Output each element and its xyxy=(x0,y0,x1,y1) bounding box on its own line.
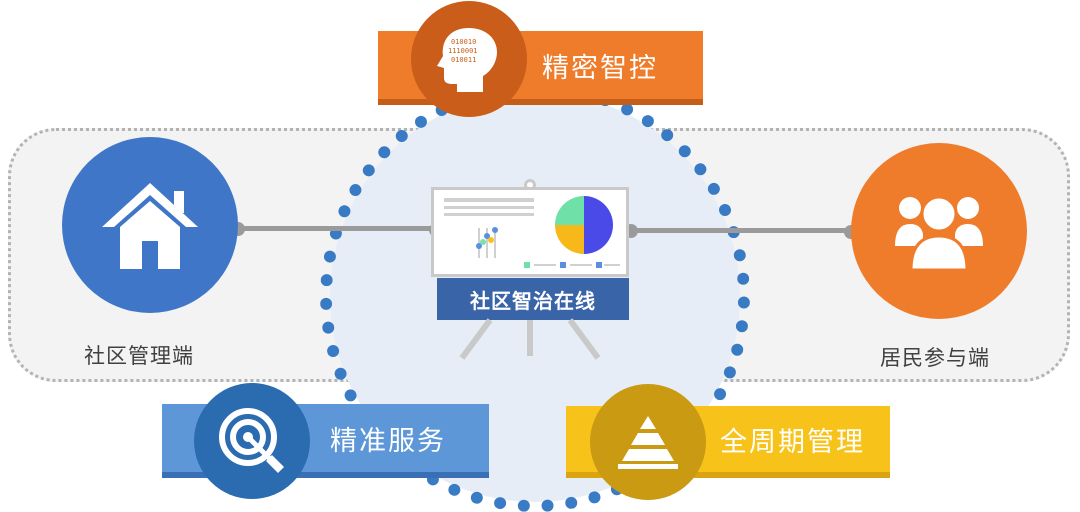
pyramid-icon xyxy=(618,416,678,469)
house-icon xyxy=(102,183,198,269)
precision-control-label: 精密智控 xyxy=(542,52,658,84)
svg-text:010011: 010011 xyxy=(451,56,476,64)
precision-control-icon-circle: 010010 1110001 010011 xyxy=(411,1,527,117)
svg-text:010010: 010010 xyxy=(451,38,476,46)
community-management-label: 社区管理端 xyxy=(84,344,194,368)
precise-service-icon-circle xyxy=(194,383,310,499)
full-cycle-management-label: 全周期管理 xyxy=(720,426,865,458)
resident-participation-label: 居民参与端 xyxy=(880,346,990,370)
full-cycle-management-icon-circle xyxy=(590,384,706,500)
right-connector-line xyxy=(632,228,852,233)
precise-service-label: 精准服务 xyxy=(330,425,446,457)
presentation-board xyxy=(431,187,629,277)
center-title: 社区智治在线 xyxy=(437,278,629,320)
people-group-icon xyxy=(895,195,983,272)
target-icon xyxy=(219,408,284,473)
board-legs xyxy=(459,318,601,360)
community-management-node xyxy=(62,137,238,313)
resident-participation-node xyxy=(851,143,1027,319)
svg-text:1110001: 1110001 xyxy=(448,47,478,55)
brain-head-icon: 010010 1110001 010011 xyxy=(437,28,497,92)
left-connector-line xyxy=(238,226,436,231)
board-leg-center xyxy=(527,320,533,356)
board-content-graphic xyxy=(444,196,620,268)
